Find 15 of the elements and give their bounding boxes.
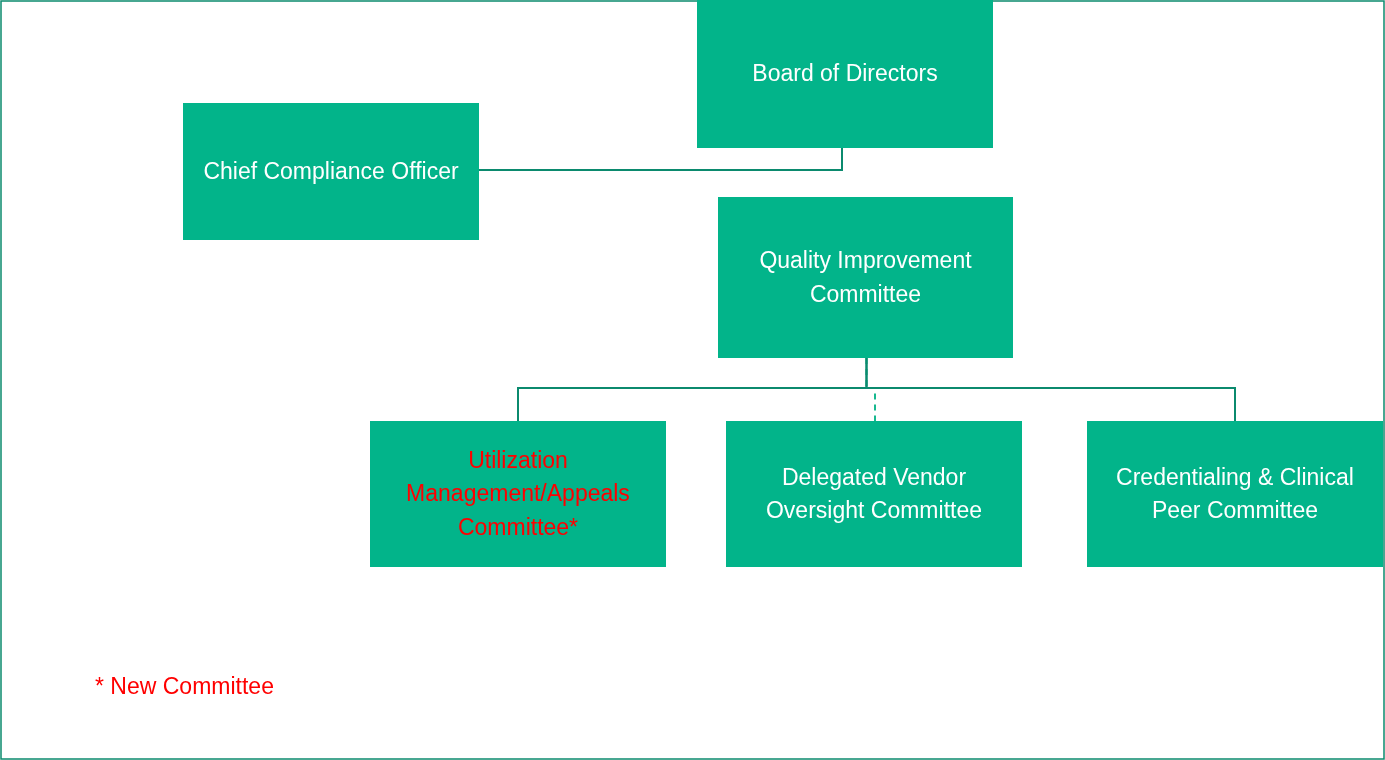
box-title: Board of Directors [752,59,938,89]
org-box [718,197,1013,358]
org-box [1087,421,1383,567]
org-box [697,0,993,148]
box-title: Delegated Vendor Oversight Committee [765,462,983,525]
footnote: * New Committee [95,673,274,700]
org-box [183,103,479,240]
org-box [370,421,666,567]
connector-line [478,147,843,171]
box-title: Utilization Management/Appeals Committee* [405,446,631,542]
box-title: Quality Improvement Committee [758,246,973,309]
box-title: Credentialing & Clinical Peer Committee [1115,462,1355,525]
connector-line [865,357,1236,422]
box-title: Chief Compliance Officer [203,156,459,186]
org-box [726,421,1022,567]
